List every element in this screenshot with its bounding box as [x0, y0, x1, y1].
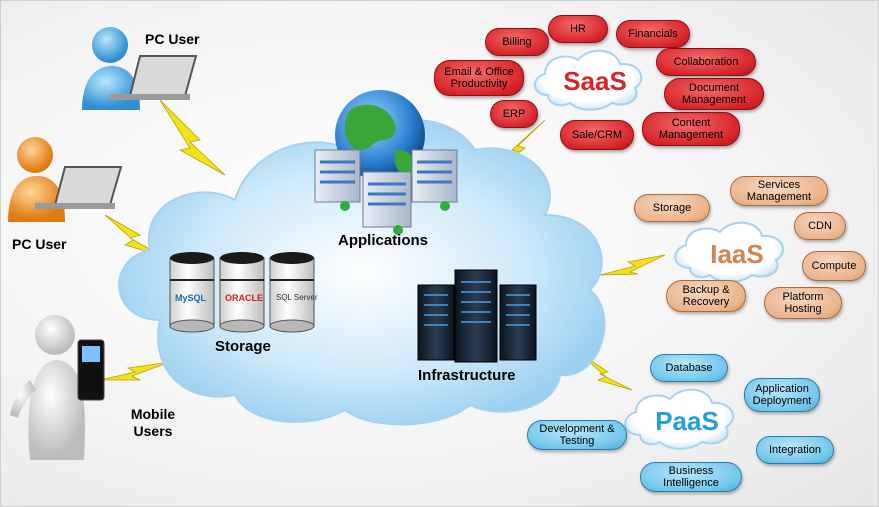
iaas-cloud [674, 221, 784, 283]
iaas-item-services: Services Management [730, 176, 828, 206]
saas-item-erp: ERP [490, 100, 538, 128]
pc-user-orange-icon [8, 137, 123, 222]
server-racks-icon [417, 269, 537, 363]
paas-item-devtest: Development & Testing [527, 420, 627, 450]
app-servers-icon [314, 149, 458, 235]
paas-cloud [624, 388, 734, 450]
saas-item-document: Document Management [664, 78, 764, 110]
connection-bolts [99, 99, 666, 391]
saas-item-billing: Billing [485, 28, 549, 56]
saas-title: SaaS [563, 66, 627, 96]
paas-item-database: Database [650, 354, 728, 382]
saas-item-content: Content Management [642, 112, 740, 146]
mobile-users-label: Mobile Users [130, 406, 176, 439]
saas-item-salecrm: Sale/CRM [560, 120, 634, 150]
pc-user-label-2: PC User [12, 236, 67, 252]
saas-item-collaboration: Collaboration [656, 48, 756, 76]
saas-cloud [533, 49, 643, 111]
saas-item-financials: Financials [616, 20, 690, 48]
iaas-item-backup: Backup & Recovery [666, 280, 746, 312]
paas-title: PaaS [655, 406, 719, 436]
saas-item-email: Email & Office Productivity [434, 60, 524, 96]
iaas-item-storage: Storage [634, 194, 710, 222]
paas-item-bi: Business Intelligence [640, 462, 742, 492]
database-icons [169, 252, 315, 333]
mobile-user-icon [10, 315, 105, 460]
infrastructure-label: Infrastructure [418, 367, 516, 384]
pc-user-label-1: PC User [145, 31, 200, 47]
storage-label: Storage [215, 338, 271, 355]
saas-item-hr: HR [548, 15, 608, 43]
iaas-item-cdn: CDN [794, 212, 846, 240]
paas-item-integration: Integration [756, 436, 834, 464]
oracle-logo: ORACLE [225, 293, 263, 303]
iaas-item-compute: Compute [802, 251, 866, 281]
paas-item-deployment: Application Deployment [744, 378, 820, 412]
applications-label: Applications [338, 232, 429, 249]
iaas-item-platform: Platform Hosting [764, 287, 842, 319]
iaas-title: IaaS [710, 239, 764, 269]
sqlserver-logo: SQL Server [276, 293, 318, 302]
pc-user-blue-icon [82, 27, 198, 110]
mysql-logo: MySQL [175, 293, 207, 303]
